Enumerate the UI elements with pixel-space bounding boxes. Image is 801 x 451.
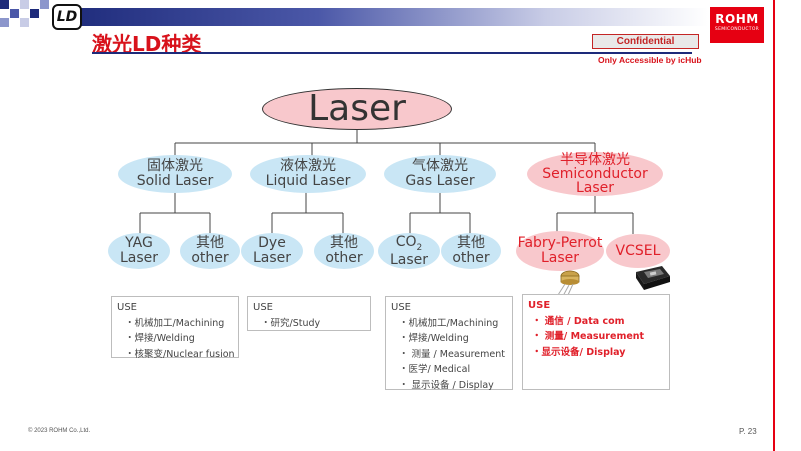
category-en: Solid Laser [136,173,214,189]
leaf-line: Laser [119,250,159,266]
category-en: Liquid Laser [265,173,351,189]
title-underline [92,52,692,54]
header-decoration [0,0,110,36]
leaf-line: CO2 [395,233,423,253]
leaf-line: other [452,250,490,266]
leaf-line: other [325,250,363,266]
use-item: ・机械加工/Machining [125,317,225,329]
laser-diode-can-icon [557,270,580,296]
use-item: ・显示设备/ Display [532,346,626,358]
category-cn: 气体激光 [412,158,468,175]
use-box-liquid: USE ・研究/Study [247,296,371,331]
use-item: ・ 显示设备 / Display [399,379,494,391]
leaf-line: Laser [540,250,580,266]
category-gas-laser: 气体激光 Gas Laser [384,155,496,193]
leaf-line: Laser [389,251,429,268]
leaf-co: CO [395,233,417,250]
leaf-line: other [191,250,229,266]
category-solid-laser: 固体激光 Solid Laser [118,155,232,193]
ld-logo-icon: LD [52,4,82,30]
category-semiconductor-laser: 半导体激光 Semiconductor Laser [527,152,663,196]
use-heading: USE [528,300,551,311]
access-note: Only Accessible by icHub [598,55,702,65]
leaf-co-subscript: 2 [416,242,423,253]
leaf-fabry-perrot-laser: Fabry-Perrot Laser [516,231,604,271]
use-box-gas: USE ・机械加工/Machining ・焊接/Welding ・ 测量 / M… [385,296,513,391]
use-item: ・ 测量/ Measurement [532,331,645,342]
category-en: Gas Laser [405,173,475,189]
use-item: ・焊接/Welding [125,333,195,344]
leaf-line: Laser [252,250,292,266]
header-bar [58,8,708,26]
use-item: ・ 通信 / Data com [532,315,625,327]
leaf-dye-laser: Dye Laser [241,233,303,269]
leaf-gas-other: 其他 other [441,233,501,269]
leaf-line: Dye [258,235,286,252]
page-number: P. 23 [739,427,757,436]
leaf-solid-other: 其他 other [180,233,240,269]
use-heading: USE [391,302,411,313]
rohm-logo: ROHM SEMICONDUCTOR [710,7,764,43]
use-item: ・机械加工/Machining [399,317,499,329]
category-cn: 固体激光 [147,158,203,175]
leaf-line: VCSEL [615,242,661,259]
leaf-line: 其他 [330,235,358,252]
category-en: Laser [575,180,615,196]
use-heading: USE [117,302,137,313]
category-liquid-laser: 液体激光 Liquid Laser [250,155,366,193]
brand-sub: SEMICONDUCTOR [714,27,760,32]
confidential-badge: Confidential [592,34,699,49]
copyright: © 2023 ROHM Co.,Ltd. [28,428,91,434]
use-item: ・研究/Study [261,317,321,329]
root-label: Laser [308,88,406,130]
category-en: Semiconductor [542,166,648,182]
use-heading: USE [253,302,273,313]
category-cn: 半导体激光 [560,152,630,168]
root-node-laser: Laser [262,88,452,130]
category-cn: 液体激光 [280,158,336,175]
leaf-line: 其他 [457,235,485,252]
use-item: ・ 测量 / Measurement [399,348,505,360]
use-item: ・核聚变/Nuclear fusion [125,348,235,360]
leaf-yag-laser: YAG Laser [108,233,170,269]
leaf-vcsel: VCSEL [606,234,670,268]
leaf-liquid-other: 其他 other [314,233,374,269]
vcsel-package-icon [636,266,670,290]
use-item: ・焊接/Welding [399,333,469,344]
leaf-line: Fabry-Perrot [517,235,603,252]
use-item: ・医学/ Medical [399,364,471,375]
leaf-line: 其他 [196,235,224,252]
use-box-solid: USE ・机械加工/Machining ・焊接/Welding ・核聚变/Nuc… [111,296,239,360]
use-box-semiconductor: USE ・ 通信 / Data com ・ 测量/ Measurement ・显… [522,294,670,390]
leaf-co2-laser: CO2 Laser [378,233,440,269]
leaf-line: YAG [125,235,153,252]
right-rule [773,0,775,451]
brand-name: ROHM [715,12,759,26]
